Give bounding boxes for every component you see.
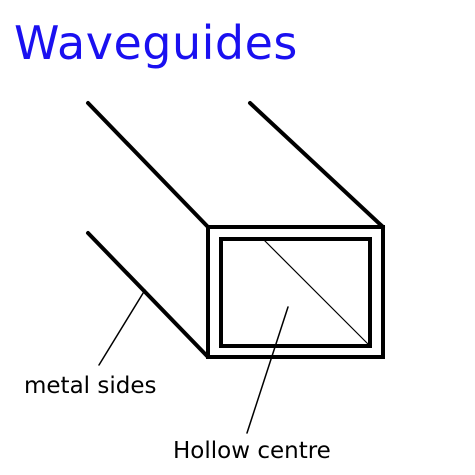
hollow-centre-leader — [246, 306, 289, 434]
top-left-edge — [86, 101, 210, 229]
slide-title: Waveguides — [14, 16, 298, 70]
waveguide-inner-wall — [219, 237, 372, 348]
metal-sides-label: metal sides — [24, 373, 157, 399]
metal-sides-leader — [98, 289, 146, 366]
hollow-interior-diagonal — [262, 238, 371, 347]
hollow-centre-label: Hollow centre — [173, 438, 331, 464]
bottom-left-edge — [86, 231, 210, 359]
top-right-edge — [248, 101, 385, 229]
waveguide-outer-wall — [206, 225, 385, 359]
